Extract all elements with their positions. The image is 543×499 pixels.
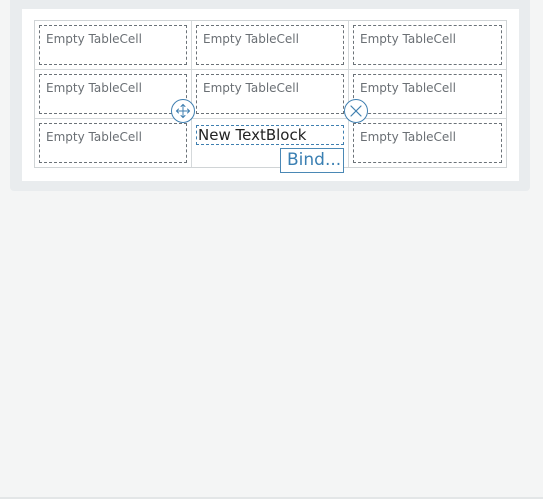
table-cell[interactable]: Empty TableCell: [353, 123, 502, 163]
table-cell[interactable]: Empty TableCell: [196, 25, 344, 65]
move-arrows-icon: [175, 103, 191, 119]
table-cell[interactable]: Empty TableCell: [39, 123, 187, 163]
table-cell[interactable]: Empty TableCell: [196, 74, 344, 114]
grid-column-divider: [191, 21, 192, 167]
table-cell[interactable]: Empty TableCell: [353, 74, 502, 114]
move-handle-button[interactable]: [171, 99, 195, 123]
bottom-border: [0, 497, 543, 499]
bind-button[interactable]: Bind...: [280, 148, 344, 173]
table-cell[interactable]: Empty TableCell: [39, 25, 187, 65]
table-grid: Empty TableCell Empty TableCell Empty Ta…: [34, 20, 507, 168]
designer-surface: Empty TableCell Empty TableCell Empty Ta…: [10, 0, 530, 191]
close-x-icon: [350, 105, 362, 117]
grid-row-divider: [35, 69, 506, 70]
table-cell[interactable]: Empty TableCell: [39, 74, 187, 114]
grid-row-divider: [35, 118, 506, 119]
new-textblock[interactable]: New TextBlock: [196, 125, 344, 145]
grid-column-divider: [348, 21, 349, 167]
remove-element-button[interactable]: [344, 99, 368, 123]
table-cell[interactable]: Empty TableCell: [353, 25, 502, 65]
design-canvas: Empty TableCell Empty TableCell Empty Ta…: [22, 9, 519, 181]
